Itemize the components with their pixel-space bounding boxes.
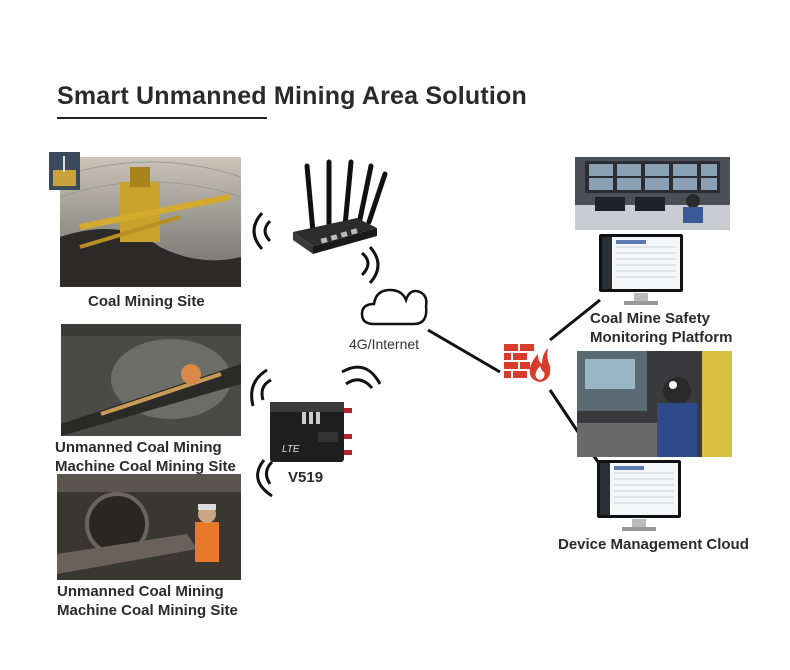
line-firewall-safety xyxy=(549,298,601,342)
site3-label-line2: Machine Coal Mining Site xyxy=(57,602,238,619)
site2-label-line2: Machine Coal Mining Site xyxy=(55,458,236,475)
safety-platform-label: Coal Mine Safety Monitoring Platform xyxy=(590,309,733,347)
title-underline xyxy=(57,117,267,119)
device-label: V519 xyxy=(288,469,324,486)
page-title: Smart Unmanned Mining Area Solution xyxy=(57,82,527,110)
site3-label-line1: Unmanned Coal Mining xyxy=(57,583,224,600)
router-icon xyxy=(285,158,395,258)
safety-label-line1: Coal Mine Safety xyxy=(590,310,711,327)
wifi-signal-icon xyxy=(338,360,384,400)
unmanned-mining-site-label-2: Unmanned Coal Mining Machine Coal Mining… xyxy=(57,582,238,620)
coal-mining-site-label: Coal Mining Site xyxy=(88,293,205,310)
device-management-cloud-label: Device Management Cloud xyxy=(558,536,749,553)
cloud-icon xyxy=(360,282,430,330)
control-room-photo xyxy=(575,157,730,230)
safety-label-line2: Monitoring Platform xyxy=(590,329,733,346)
coal-mining-site-photo xyxy=(60,157,241,287)
line-cloud-firewall xyxy=(427,328,501,374)
site2-label-line1: Unmanned Coal Mining xyxy=(55,439,222,456)
lte-device-icon xyxy=(268,398,358,466)
unmanned-mining-site-photo-1 xyxy=(61,324,241,436)
miner-operator-photo xyxy=(577,351,732,457)
wifi-signal-icon xyxy=(250,458,280,500)
unmanned-mining-site-photo-2 xyxy=(57,474,241,580)
monitor-icon xyxy=(598,233,684,309)
wifi-signal-icon xyxy=(245,366,275,414)
firewall-icon xyxy=(502,340,552,384)
device-lte-text: LTE xyxy=(282,444,300,455)
unmanned-mining-site-label-1: Unmanned Coal Mining Machine Coal Mining… xyxy=(55,438,236,476)
wifi-signal-icon xyxy=(248,207,274,255)
site-inset-photo xyxy=(49,152,80,190)
cloud-label: 4G/Internet xyxy=(349,336,420,352)
monitor-icon xyxy=(596,459,682,535)
wifi-signal-icon xyxy=(356,245,386,287)
